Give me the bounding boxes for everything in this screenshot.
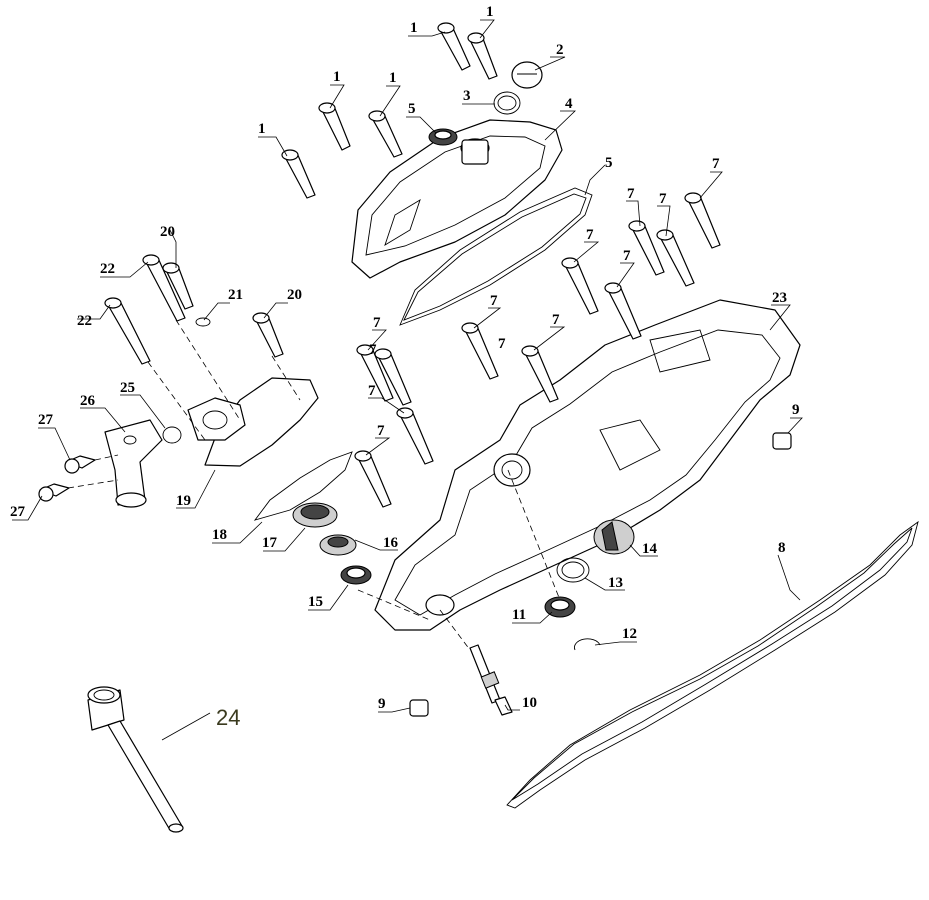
callout-21: 21: [228, 287, 243, 303]
callout-22: 22: [100, 261, 115, 277]
washer-part: [556, 557, 590, 583]
circlip-part: [574, 638, 601, 651]
callout-7: 7: [627, 186, 635, 202]
callout-4: 4: [565, 96, 573, 112]
callout-15: 15: [308, 594, 323, 610]
callout-14: 14: [642, 541, 658, 557]
callout-8: 8: [778, 540, 786, 556]
callout-16: 16: [383, 535, 399, 551]
callout-27: 27: [38, 412, 54, 428]
thermostat-gasket-part: [253, 451, 353, 521]
callout-25: 25: [120, 380, 135, 396]
callout-3: 3: [463, 88, 471, 104]
callout-23: 23: [772, 290, 787, 306]
callout-5: 5: [408, 101, 416, 117]
callout-11: 11: [512, 607, 526, 623]
callout-27: 27: [10, 504, 26, 520]
bearing-part: [340, 565, 372, 585]
callout-9: 9: [378, 696, 386, 712]
dowel-pin-part: [772, 432, 792, 450]
large-gasket-part: [506, 520, 919, 809]
water-outlet-part: [104, 419, 163, 508]
callout-1: 1: [258, 121, 266, 137]
callout-1: 1: [486, 4, 494, 20]
callout-9: 9: [792, 402, 800, 418]
callout-22: 22: [77, 313, 92, 329]
seal-part: [319, 534, 357, 556]
callout-18: 18: [212, 527, 227, 543]
callout-7: 7: [368, 383, 376, 399]
callout-20: 20: [160, 224, 175, 240]
shaft-part: [469, 644, 513, 716]
callout-7: 7: [552, 312, 560, 328]
o-ring-part: [162, 426, 182, 444]
callout-7: 7: [712, 156, 720, 172]
callout-13: 13: [608, 575, 623, 591]
callout-7: 7: [586, 227, 594, 243]
thermostat-housing-part: [187, 377, 319, 467]
callout-labels: 1 1 1 1 1 2 3 4 5 5 7 7 7 7 7 7 7 7 7 7 …: [10, 4, 800, 730]
callout-26: 26: [80, 393, 96, 409]
small-o-ring-part: [195, 317, 211, 327]
callout-7: 7: [659, 191, 667, 207]
upper-cover-part: [351, 119, 563, 279]
upper-gasket-part: [399, 187, 593, 326]
callout-17: 17: [262, 535, 278, 551]
main-case-part: [374, 299, 801, 631]
callout-1: 1: [333, 69, 341, 85]
dowel-pin-part: [409, 699, 429, 717]
callout-20: 20: [287, 287, 302, 303]
plug-seal-part: [428, 128, 458, 146]
oil-seal-part: [544, 596, 576, 618]
callout-7: 7: [373, 315, 381, 331]
bolt-parts: [38, 22, 721, 508]
sight-glass-part: [593, 519, 635, 555]
callout-7: 7: [369, 342, 377, 358]
callout-12: 12: [622, 626, 637, 642]
callout-2: 2: [556, 42, 564, 58]
callout-1: 1: [389, 70, 397, 86]
assembly-lines: [67, 319, 561, 651]
callout-7: 7: [623, 248, 631, 264]
special-tool-part: [87, 686, 184, 833]
callout-24: 24: [216, 705, 240, 730]
callout-7: 7: [377, 423, 385, 439]
callout-7: 7: [498, 336, 506, 352]
callout-1: 1: [410, 20, 418, 36]
callout-7: 7: [490, 293, 498, 309]
callout-5: 5: [605, 155, 613, 171]
impeller-part: [292, 502, 338, 528]
callout-10: 10: [522, 695, 537, 711]
callout-19: 19: [176, 493, 191, 509]
callout-leaders: [12, 19, 803, 741]
cap-o-ring-part: [493, 91, 521, 115]
filler-cap-part: [511, 61, 543, 89]
